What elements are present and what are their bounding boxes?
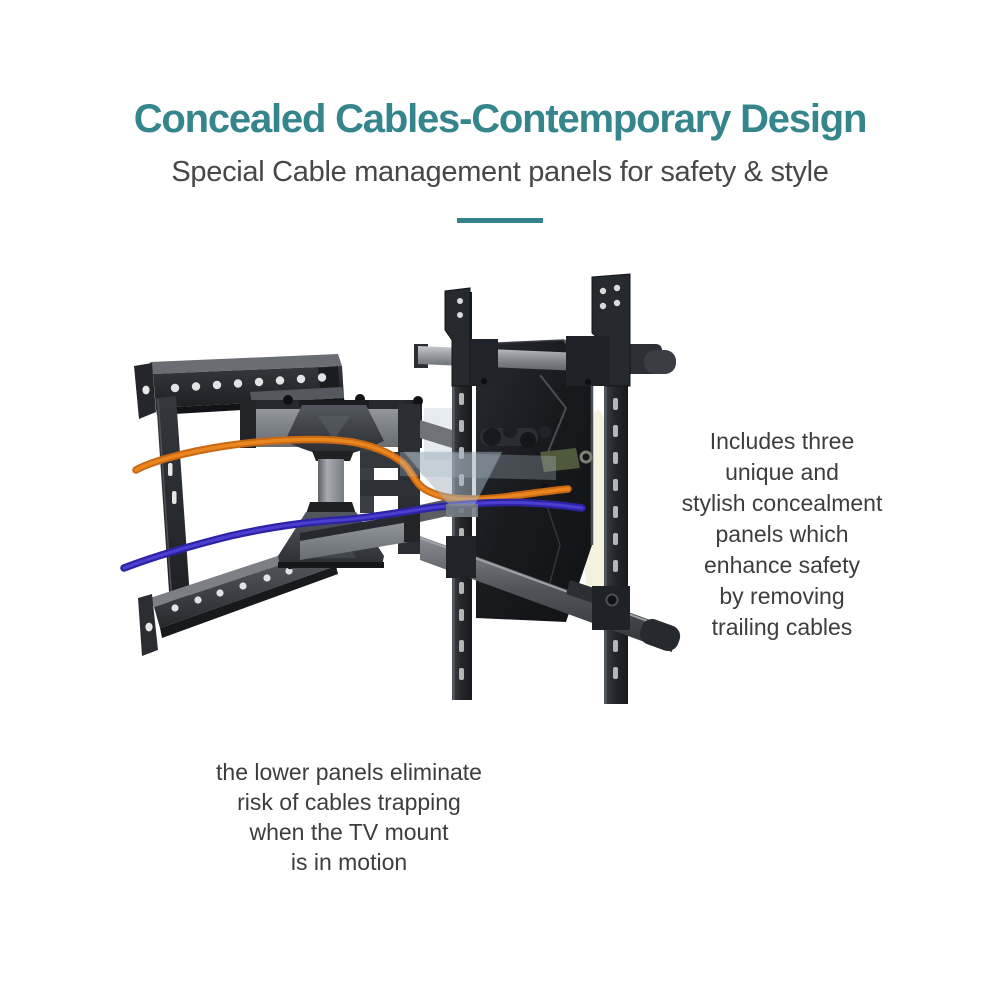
callout-right-line: stylish concealment — [681, 490, 883, 516]
page-title: Concealed Cables-Contemporary Design — [133, 97, 868, 141]
bottom-cross-bar — [419, 536, 681, 652]
cable-blue — [120, 498, 586, 572]
mount-head — [414, 273, 681, 704]
callout-right-line: panels which — [715, 521, 849, 547]
callout-bottom-line: the lower panels eliminate — [216, 759, 482, 785]
callout-bottom: the lower panels eliminate risk of cable… — [189, 757, 509, 877]
callout-right-line: by removing — [719, 583, 845, 609]
accent-divider — [457, 218, 543, 223]
callout-right-line: enhance safety — [703, 552, 860, 578]
callout-bottom-line: when the TV mount — [249, 819, 449, 845]
arm-column — [318, 459, 344, 505]
rail-hook-right — [591, 273, 631, 387]
callout-right: Includes three unique and stylish concea… — [667, 426, 897, 643]
rail-hook-left — [444, 287, 471, 387]
callout-bottom-line: risk of cables trapping — [237, 789, 461, 815]
callout-right-line: unique and — [725, 459, 839, 485]
page-subtitle: Special Cable management panels for safe… — [171, 156, 829, 188]
callout-right-line: trailing cables — [711, 614, 853, 640]
swivel-plate — [250, 387, 344, 403]
callout-bottom-line: is in motion — [290, 849, 408, 875]
top-bar-clamps — [470, 336, 610, 386]
wall-post-left — [156, 396, 190, 606]
cable-orange — [132, 435, 572, 503]
tilt-mechanism — [480, 424, 593, 491]
callout-right-line: Includes three — [709, 428, 855, 454]
translucent-panel — [400, 451, 556, 517]
lower-arm — [300, 512, 420, 560]
